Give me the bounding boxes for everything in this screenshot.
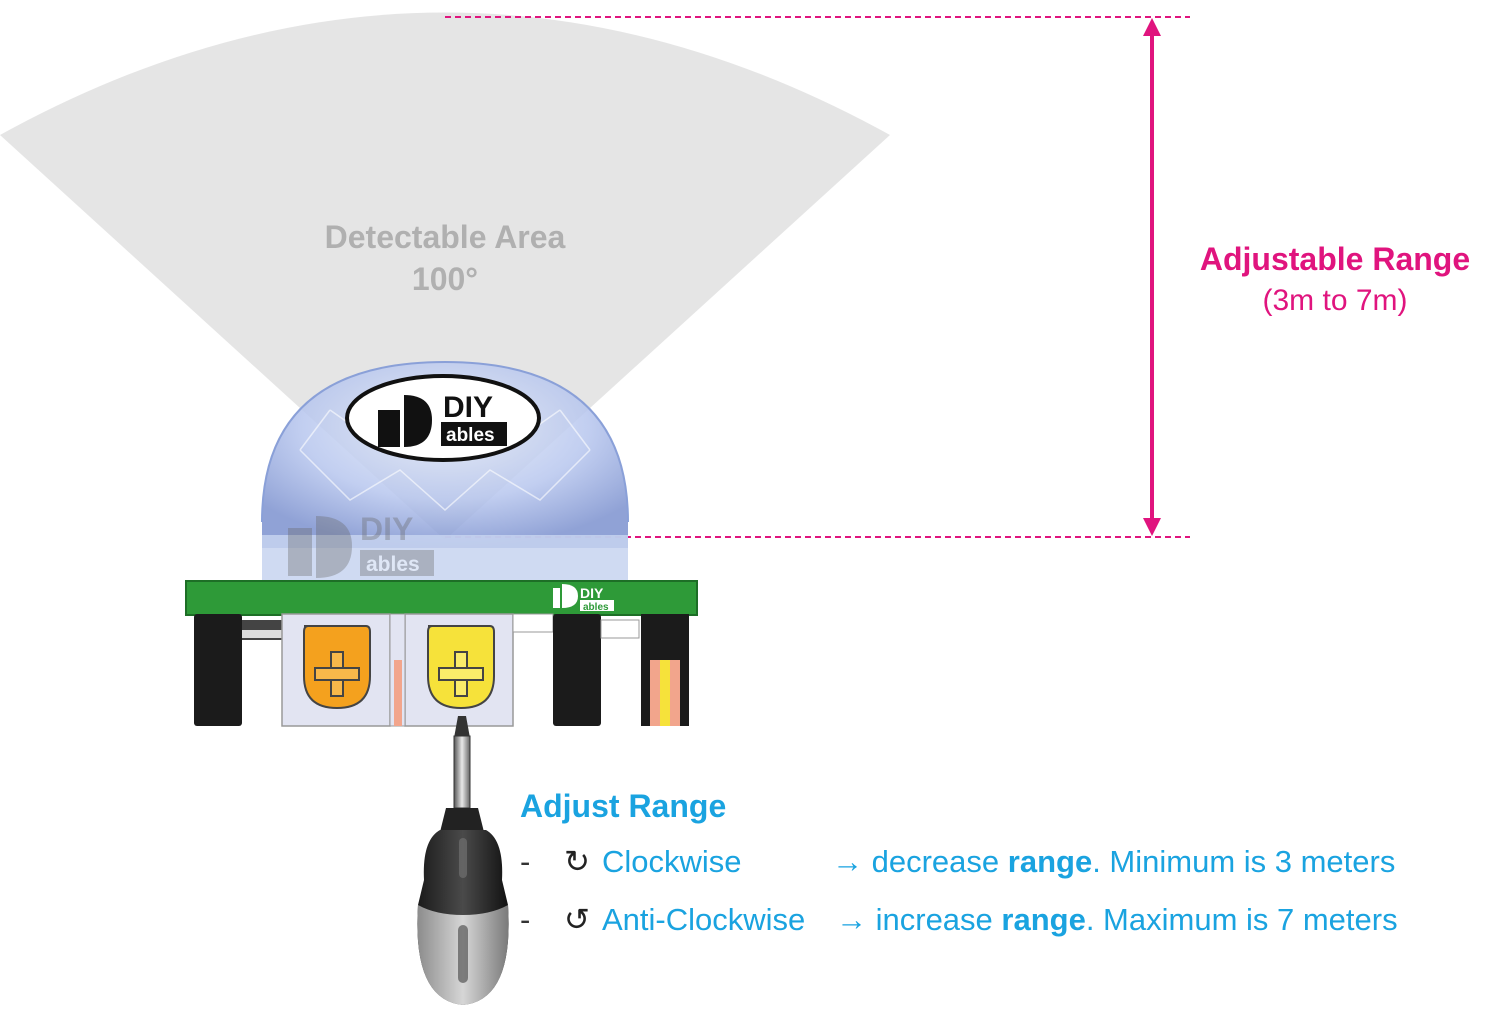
watermark-logo: DIY ables: [288, 511, 434, 578]
bullet-dash: -: [520, 902, 531, 937]
effect-text: → increase range. Maximum is 7 meters: [836, 902, 1398, 938]
detectable-area-angle: 100°: [411, 261, 479, 297]
effect-keyword: range: [1001, 902, 1086, 937]
adjustable-range-title: Adjustable Range: [1199, 241, 1471, 277]
logo-diy-text: DIY: [443, 391, 493, 424]
pcb-diy-text: DIY: [580, 585, 604, 601]
diyables-logo: DIY ables: [345, 374, 541, 462]
sensitivity-range-potentiometer: [427, 625, 495, 710]
adjustable-range-subtitle: (3m to 7m): [1262, 284, 1408, 317]
screwdriver: [417, 716, 509, 1005]
adjustable-range-label: Adjustable Range (3m to 7m): [1175, 238, 1495, 322]
effect-suffix: . Minimum is 3 meters: [1092, 844, 1396, 879]
detection-cone: [0, 12, 890, 540]
pcb-small-logo: DIY ables: [553, 584, 614, 613]
detectable-area-title: Detectable Area: [324, 219, 566, 255]
effect-suffix: . Maximum is 7 meters: [1085, 902, 1398, 937]
effect-keyword: range: [1007, 844, 1093, 879]
right-standoff: [553, 614, 601, 726]
watermark-ables-text: ables: [366, 553, 420, 576]
clockwise-rotation-icon: ↻: [564, 844, 590, 879]
bullet-dash: -: [520, 844, 531, 879]
anticlockwise-rotation-icon: ↺: [564, 902, 590, 937]
direction-label: Clockwise: [602, 844, 742, 879]
pcb-board: [185, 580, 698, 616]
direction-label: Anti-Clockwise: [602, 902, 806, 937]
time-delay-potentiometer: [303, 625, 371, 710]
effect-prefix: → decrease: [832, 844, 1008, 879]
range-arrow: [1143, 18, 1161, 536]
pcb-ables-text: ables: [583, 602, 609, 613]
adjust-range-title: Adjust Range: [520, 788, 727, 824]
logo-ables-text: ables: [446, 425, 495, 446]
effect-text: → decrease range. Minimum is 3 meters: [832, 844, 1395, 880]
detectable-area-label: Detectable Area 100°: [300, 216, 590, 300]
watermark-diy-text: DIY: [360, 511, 413, 547]
left-standoff: [194, 614, 242, 726]
pin-header: [641, 614, 689, 726]
effect-prefix: → increase: [836, 902, 1002, 937]
